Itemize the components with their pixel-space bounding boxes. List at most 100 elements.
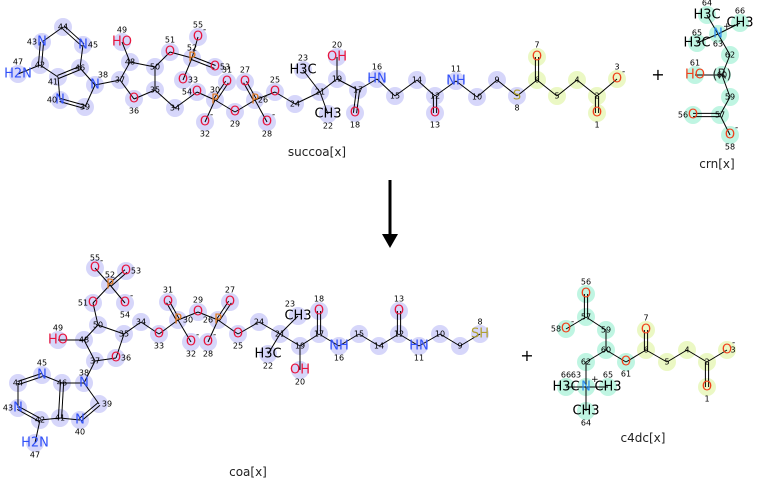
atom-number-succoa-19: 19 [332, 75, 342, 84]
atom-number-c4dc-2: 2 [704, 358, 709, 367]
atom-symbol-c4dc-3: O [722, 343, 732, 358]
atom-number-c4dc-66: 66 [561, 371, 571, 380]
atom-number-crn-61: 61 [690, 59, 700, 68]
atom-symbol-succoa-49: HO [112, 35, 132, 50]
atom-symbol-succoa-33: O [178, 73, 188, 88]
double-bond-line [191, 59, 215, 69]
double-bond-line [243, 82, 255, 102]
atom-symbol-coa-43: N [13, 401, 23, 416]
bond-line [565, 316, 587, 330]
double-bond-line [59, 101, 85, 110]
atom-symbol-succoa-25: O [270, 85, 280, 100]
atom-number-crn-63: 63 [713, 40, 723, 49]
atom-number-succoa-30: 30 [210, 86, 220, 95]
atom-charge: - [130, 291, 133, 301]
bond-line [666, 349, 688, 363]
atom-number-c4dc-56: 56 [581, 278, 591, 287]
bond-line [378, 333, 400, 347]
atom-symbol-succoa-22: CH3 [314, 107, 341, 122]
atom-number-coa-34: 34 [136, 318, 146, 327]
atom-number-succoa-5: 5 [554, 92, 559, 101]
atom-symbol-succoa-51: O [165, 45, 175, 60]
atom-number-coa-51: 51 [78, 299, 88, 308]
bond-line [476, 79, 498, 98]
atom-symbol-coa-30: P [174, 313, 182, 328]
atom-number-succoa-47: 47 [13, 58, 23, 67]
atom-number-crn-57: 57 [715, 111, 725, 120]
atom-symbol-coa-53: O [121, 264, 131, 279]
atom-symbol-coa-13: O [394, 304, 404, 319]
atom-symbol-coa-26: P [214, 313, 222, 328]
bond-line [596, 78, 618, 97]
bond-line [319, 78, 338, 93]
atom-number-succoa-48: 48 [125, 58, 135, 67]
atom-symbol-c4dc-1: O [702, 380, 712, 395]
bond-line [418, 333, 441, 347]
bond-line [204, 99, 216, 123]
bond-line [59, 417, 81, 421]
bond-line [398, 333, 420, 347]
atom-number-succoa-35: 35 [150, 86, 160, 95]
bond-line [434, 80, 457, 97]
atom-number-succoa-18: 18 [350, 121, 360, 130]
atom-number-succoa-15: 15 [390, 92, 400, 101]
atom-symbol-succoa-47: H2N [4, 67, 32, 82]
atom-symbol-coa-8: SH [471, 327, 489, 342]
atom-symbol-coa-20: OH [290, 363, 310, 378]
atom-number-c4dc-7: 7 [643, 314, 648, 323]
atom-number-succoa-52: 52 [187, 44, 197, 53]
atom-symbol-succoa-1: O [592, 106, 602, 121]
double-bond-line [63, 25, 85, 45]
atom-number-succoa-46: 46 [75, 64, 85, 73]
atom-symbol-succoa-45: N [78, 38, 88, 53]
atom-highlight [637, 321, 655, 339]
atom-symbol-succoa-27: O [240, 75, 250, 90]
atom-symbol-crn-65: H3C [683, 36, 710, 51]
bond-line [302, 69, 321, 93]
atom-highlight [577, 285, 595, 303]
double-bond-line [16, 408, 40, 422]
atom-symbol-succoa-8: S [513, 89, 521, 104]
atom-number-coa-46: 46 [57, 379, 67, 388]
atom-symbol-coa-52: P [106, 278, 114, 293]
atom-number-coa-40: 40 [75, 428, 85, 437]
bond-line [214, 99, 236, 113]
atom-charge: + [591, 375, 599, 385]
atom-symbol-coa-18: O [314, 304, 324, 319]
atom-number-succoa-43: 43 [27, 38, 37, 47]
atom-symbol-succoa-36: O [129, 92, 139, 107]
bond-line [394, 79, 418, 97]
atom-number-succoa-8: 8 [514, 104, 519, 113]
atom-symbol-succoa-13: O [430, 106, 440, 121]
bond-line [556, 79, 578, 97]
bond-line [83, 382, 100, 405]
molecule-label-succoa: succoa[x] [288, 145, 346, 159]
atom-number-crn-62: 62 [725, 51, 735, 60]
atom-symbol-succoa-31: O [222, 75, 232, 90]
atom-number-succoa-51: 51 [165, 36, 175, 45]
bond-line [174, 91, 198, 109]
atom-number-succoa-54: 54 [182, 88, 192, 97]
atom-number-coa-15: 15 [354, 330, 364, 339]
bond-line [129, 61, 156, 68]
atom-highlight [346, 104, 364, 122]
double-bond-line [57, 66, 80, 76]
atom-charge: - [622, 67, 625, 77]
atom-number-coa-11: 11 [414, 354, 424, 363]
bond-line [439, 333, 461, 347]
bond-line [92, 284, 111, 304]
bond-line [254, 99, 268, 123]
reaction-arrow-head [382, 234, 398, 248]
double-bond-line [108, 269, 126, 285]
atom-number-crn-58: 58 [725, 143, 735, 152]
atom-number-coa-18: 18 [314, 295, 324, 304]
atom-symbol-c4dc-63: N [581, 380, 591, 395]
double-bond-line [61, 27, 83, 47]
bond-line [97, 324, 125, 335]
bond-line [79, 67, 96, 86]
atom-symbol-coa-55: O [90, 261, 100, 276]
atom-number-coa-32: 32 [186, 350, 196, 359]
atom-number-coa-55: 55 [90, 254, 100, 263]
atom-number-coa-24: 24 [254, 318, 264, 327]
bond-line [234, 99, 256, 113]
